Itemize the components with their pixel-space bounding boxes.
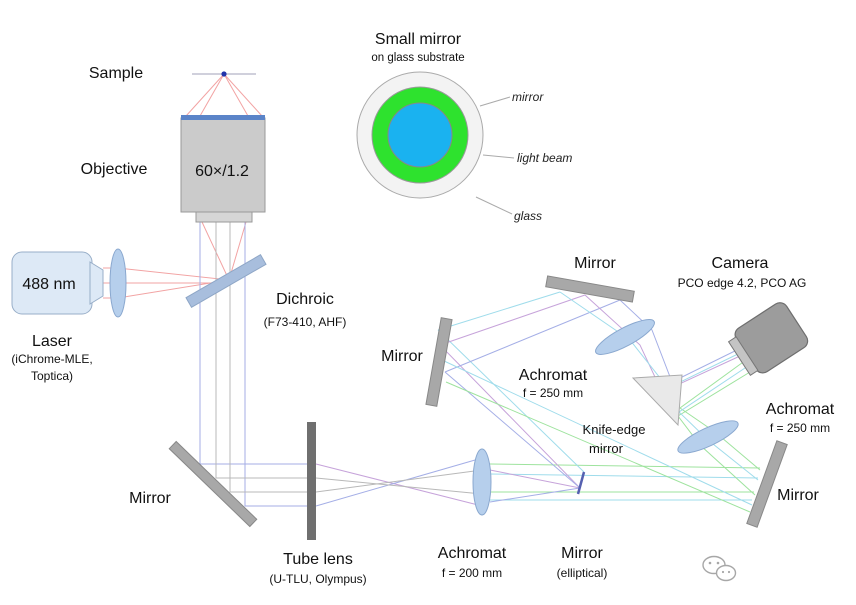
detection-ray [679,359,761,471]
camera-spec: PCO edge 4.2, PCO AG [678,276,807,290]
achromat-lower [472,448,492,516]
tube-lens-label: Tube lens [283,551,353,568]
detection-ray [677,371,756,496]
detection-ray [437,291,561,331]
detection-ray [229,222,312,493]
elliptical-mirror-spec: (elliptical) [557,566,608,580]
knife-edge-label-line1: Knife-edge [583,422,646,437]
detection-ray [489,473,759,479]
objective-label: Objective [81,161,148,178]
detection-ray [489,469,581,489]
mirror-callout: mirror [512,90,544,104]
laser-model-line1: (iChrome-MLE, [11,352,92,366]
achromat-right [677,420,739,454]
camera-label: Camera [712,255,769,272]
sample-label: Sample [89,65,143,82]
detection-ray [215,222,312,479]
glass-pointer [475,196,513,215]
small-mirror-subtitle: on glass substrate [371,52,464,64]
laser-wavelength: 488 nm [22,276,75,293]
tube-lens-spec: (U-TLU, Olympus) [269,572,366,586]
detection-ray [244,222,312,507]
detection-ray [315,477,483,495]
achromat-upper-focal: f = 250 mm [523,386,583,400]
detection-ray [584,294,741,393]
achromat-right-focal: f = 250 mm [770,421,830,435]
laser-aperture [89,261,104,305]
small-mirror-inset [356,71,515,215]
detection-ray [444,299,621,373]
mirror-top-label: Mirror [574,255,616,272]
sample-point [221,71,227,77]
objective [180,115,266,223]
laser [11,248,127,318]
elliptical-mirror-label: Mirror [561,545,603,562]
watermark [702,555,737,582]
achromat-lower-focal: f = 200 mm [442,566,502,580]
knife-edge-label-line2: mirror [589,441,624,456]
mirror-right [746,440,788,528]
sample-stage [192,71,256,77]
detection-ray [439,344,581,489]
mirror-bottom-left-label: Mirror [129,490,171,507]
objective-front-stripe [181,115,265,120]
wechat-icon [702,555,737,582]
dichroic-mirror [185,254,267,308]
glass-callout: glass [514,209,542,223]
laser-label: Laser [32,333,73,350]
camera-sensor-plate [727,336,759,376]
detection-ray [315,457,483,507]
knife-edge-mirror [631,374,683,427]
detection-ray [439,294,586,346]
objective-mount [195,211,253,223]
sample-cone-ray [199,72,249,117]
laser-lens [109,248,127,318]
detection-ray [559,291,743,389]
elliptical-mirror [576,471,586,495]
detection-ray [619,299,746,383]
light-beam-pointer [482,154,515,159]
objective-spec: 60×/1.2 [195,163,249,180]
detection-ray [678,365,759,481]
detection-ray [489,463,761,469]
light-beam-spot [387,102,453,168]
mirror-left-label: Mirror [381,348,423,365]
small-mirror-title: Small mirror [375,31,462,48]
mirror-right-label: Mirror [777,487,819,504]
detection-ray [437,329,585,473]
dichroic-spec: (F73-410, AHF) [264,315,347,329]
camera [727,302,809,376]
achromat-lower-label: Achromat [438,545,507,562]
detection-ray [489,487,581,503]
achromat-upper [595,319,655,355]
achromat-upper-label: Achromat [519,367,588,384]
labels: Sample Objective 60×/1.2 Small mirror on… [11,31,834,586]
dichroic-label: Dichroic [276,291,334,308]
mirror-pointer [479,96,511,107]
detection-ray [315,463,483,507]
sample-cone-ray [185,73,263,117]
mirror-left [425,317,453,407]
detection-ray [441,359,753,506]
light-beam-callout: light beam [517,151,572,165]
mirror-top [545,275,635,303]
mirror-bottom-left [168,440,258,528]
achromat-right-label: Achromat [766,401,835,418]
tube-lens [307,422,316,540]
detection-ray [315,469,483,493]
detection-ray [445,381,751,513]
laser-model-line2: Toptica) [31,369,73,383]
